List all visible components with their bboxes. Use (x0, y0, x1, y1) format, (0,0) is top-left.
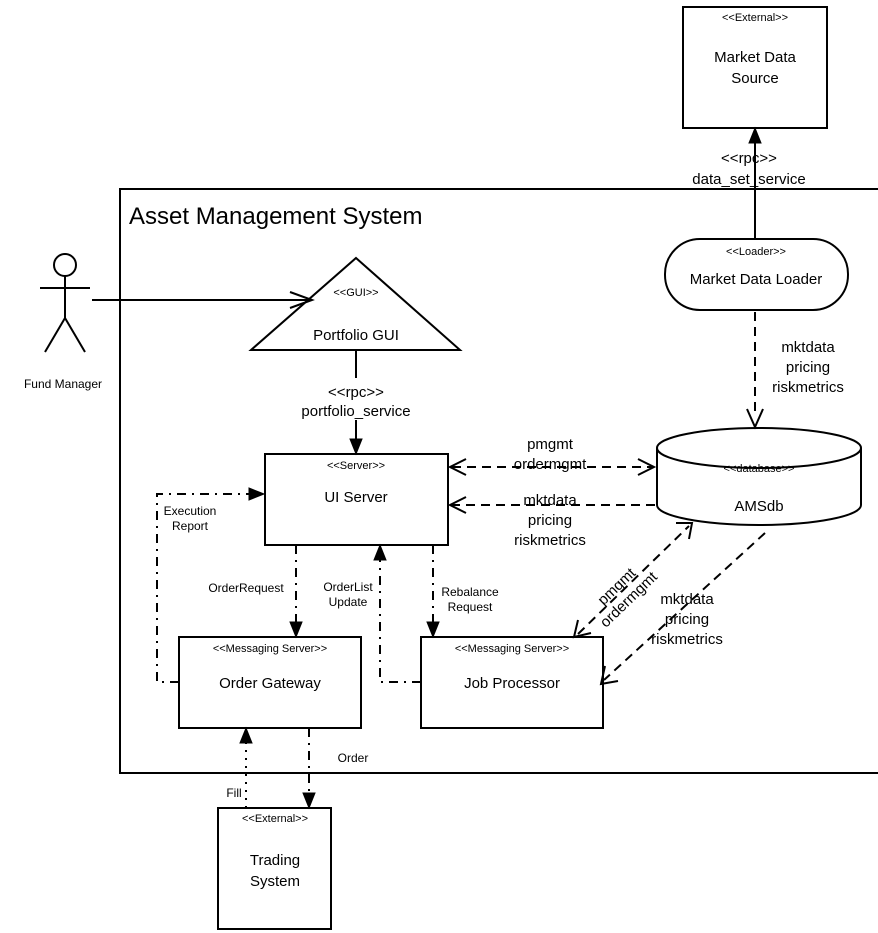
loader-to-db-label-3: riskmetrics (772, 379, 844, 396)
market-data-loader-name: Market Data Loader (690, 271, 823, 288)
amsdb-cylinder (656, 427, 862, 526)
connector-execution-report (156, 487, 266, 683)
market-data-loader-shape (664, 238, 849, 311)
portfolio-gui-stereotype: <<GUI>> (333, 287, 378, 299)
portfolio-gui-name: Portfolio GUI (313, 327, 399, 344)
system-title: Asset Management System (129, 203, 422, 230)
portfolio-service-name: portfolio_service (301, 403, 410, 420)
db-to-jp-label-3: riskmetrics (651, 631, 723, 648)
job-processor-stereotype: <<Messaging Server>> (455, 643, 569, 655)
ui-server-stereotype: <<Server>> (327, 460, 385, 472)
ui-to-db-label-2: ordermgmt (514, 456, 587, 473)
data-set-service-name: data_set_service (692, 171, 805, 188)
data-set-service-stereotype: <<rpc>> (721, 150, 777, 167)
connector-jp-db-pmgmt (572, 522, 694, 639)
system-boundary (119, 188, 878, 774)
trading-system-stereotype: <<External>> (242, 813, 308, 825)
connector-portfolio-service (349, 350, 363, 456)
market-data-source-name-line2: Source (731, 70, 779, 87)
db-to-jp-label-2: pricing (665, 611, 709, 628)
db-to-ui-label-2: pricing (528, 512, 572, 529)
market-data-loader-stereotype: <<Loader>> (726, 246, 786, 258)
market-data-source-box (682, 6, 828, 129)
order-label: Order (338, 751, 369, 765)
connector-order-request (289, 545, 303, 639)
job-processor-box (420, 636, 604, 729)
order-gateway-box (178, 636, 362, 729)
trading-system-name-line1: Trading (250, 852, 300, 869)
ui-server-box (264, 453, 449, 546)
connector-actor-to-gui (92, 291, 315, 309)
rebalance-request-label-1: Rebalance (441, 585, 499, 599)
ui-to-db-label-1: pmgmt (527, 436, 574, 453)
trading-system-box (217, 807, 332, 930)
order-gateway-stereotype: <<Messaging Server>> (213, 643, 327, 655)
order-gateway-name: Order Gateway (219, 675, 321, 692)
order-request-label: OrderRequest (208, 581, 284, 595)
amsdb-name: AMSdb (734, 498, 783, 515)
db-to-ui-label-1: mktdata (523, 492, 577, 509)
connector-data-set-service (748, 126, 762, 239)
job-processor-name: Job Processor (464, 675, 560, 692)
order-list-update-label-1: OrderList (323, 580, 373, 594)
order-list-update-label-2: Update (329, 595, 368, 609)
ui-server-name: UI Server (324, 489, 387, 506)
connector-rebalance-request (426, 545, 440, 639)
loader-to-db-label-1: mktdata (781, 339, 835, 356)
execution-report-label-2: Report (172, 519, 209, 533)
actor-name: Fund Manager (24, 377, 102, 391)
loader-to-db-label-2: pricing (786, 359, 830, 376)
trading-system-name-line2: System (250, 873, 300, 890)
db-to-ui-label-3: riskmetrics (514, 532, 586, 549)
db-to-jp-label-1: mktdata (660, 591, 714, 608)
portfolio-service-stereotype: <<rpc>> (328, 384, 384, 401)
fund-manager-actor (40, 253, 90, 353)
rebalance-request-label-2: Request (448, 600, 493, 614)
connector-order-list-update (373, 543, 421, 683)
market-data-source-name-line1: Market Data (714, 49, 796, 66)
market-data-source-stereotype: <<External>> (722, 12, 788, 24)
fill-label: Fill (226, 786, 241, 800)
connector-db-to-jp (599, 532, 766, 686)
connector-fill (239, 726, 253, 808)
amsdb-stereotype: <<database>> (724, 463, 795, 475)
connector-db-to-ui (447, 496, 655, 514)
connector-order (302, 728, 316, 810)
execution-report-label-1: Execution (164, 504, 217, 518)
connector-ui-db-pmgmt (447, 458, 657, 476)
connector-loader-to-db (746, 312, 764, 430)
